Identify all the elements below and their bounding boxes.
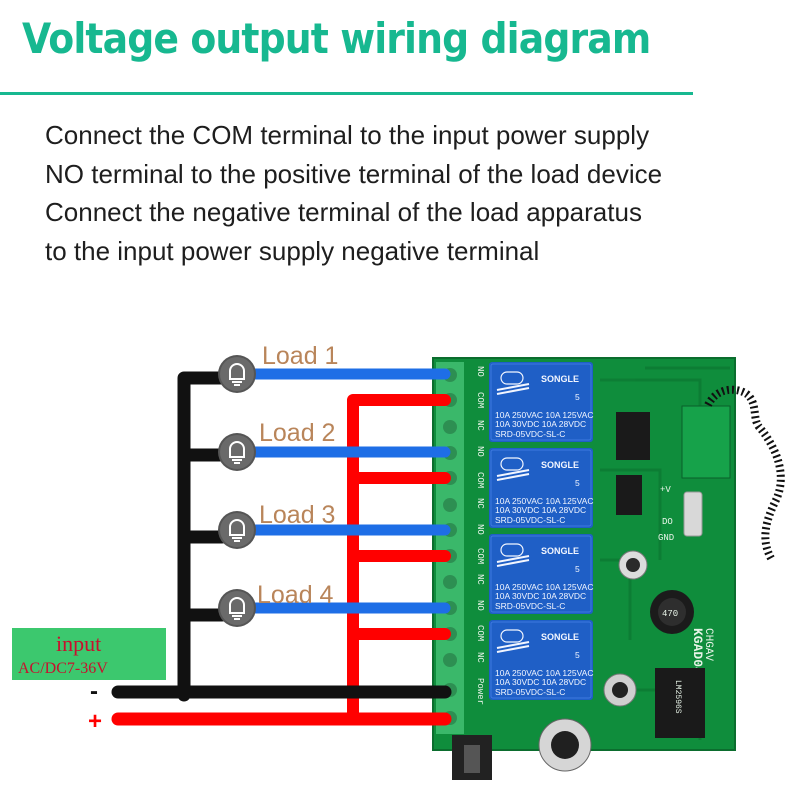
ic-chip — [616, 412, 650, 460]
relay-badge: 5 — [575, 564, 580, 574]
wiring — [111, 368, 452, 726]
board-model: KGAD04 — [690, 628, 705, 675]
load-label: Load 1 — [262, 342, 338, 370]
load-1: Load 1 — [217, 342, 338, 394]
terminal-label: NC — [475, 652, 485, 663]
terminal-screw — [443, 420, 457, 434]
relay-2: SONGLE 5 10A 250VAC 10A 125VAC 10A 30VDC… — [488, 447, 594, 529]
input-title: input — [56, 631, 101, 656]
page-title: Voltage output wiring diagram — [22, 14, 651, 63]
bulb-icon — [217, 588, 257, 628]
terminal-labels: NO COM NC NO COM NC NO COM NC NO COM NC … — [475, 366, 485, 705]
terminal-screw — [443, 498, 457, 512]
title-underline — [0, 92, 693, 95]
relay-badge: 5 — [575, 392, 580, 402]
inductor-label: 470 — [662, 609, 678, 619]
relay-rating: 10A 30VDC 10A 28VDC — [495, 677, 586, 687]
relay-model: SRD-05VDC-SL-C — [495, 687, 565, 697]
relay-board: NO COM NC NO COM NC NO COM NC NO COM NC … — [432, 357, 785, 780]
relay-rating: 10A 30VDC 10A 28VDC — [495, 505, 586, 515]
relay-rating: 10A 30VDC 10A 28VDC — [495, 591, 586, 601]
terminal-label: Power — [475, 678, 485, 705]
relay-badge: 5 — [575, 650, 580, 660]
load-label: Load 3 — [259, 501, 335, 529]
description-line: Connect the negative terminal of the loa… — [45, 197, 642, 227]
input-label-box — [12, 628, 166, 680]
load-3: Load 3 — [217, 501, 335, 550]
relay-rating: 10A 250VAC 10A 125VAC — [495, 410, 593, 420]
receiver-module — [681, 405, 731, 479]
input-label: input AC/DC7-36V — [12, 628, 166, 680]
relay-model: SRD-05VDC-SL-C — [495, 515, 565, 525]
pad-label: DO — [662, 517, 673, 527]
negative-bus — [177, 371, 229, 702]
ic-chip — [616, 475, 642, 515]
board-brand: CHGAV — [702, 628, 714, 661]
relay-rating: 10A 30VDC 10A 28VDC — [495, 419, 586, 429]
bulb-icon — [217, 432, 257, 472]
terminal-label: COM — [475, 472, 485, 488]
description-line: Connect the COM terminal to the input po… — [45, 120, 650, 150]
crystal — [683, 491, 703, 537]
terminal-label: NO — [475, 600, 485, 611]
antenna-coil — [704, 385, 785, 563]
relay-model: SRD-05VDC-SL-C — [495, 601, 565, 611]
terminal-screw — [443, 653, 457, 667]
description-block: Connect the COM terminal to the input po… — [45, 116, 662, 270]
relay-badge: 5 — [575, 478, 580, 488]
minus-sign: - — [90, 678, 98, 705]
terminal-label: NC — [475, 420, 485, 431]
relay-brand: SONGLE — [541, 546, 579, 556]
load-2: Load 2 — [217, 419, 335, 472]
relay-1: SONGLE 5 10A 250VAC 10A 125VAC 10A 30VDC… — [488, 361, 594, 443]
terminal-block — [436, 362, 464, 734]
description-line: to the input power supply negative termi… — [45, 235, 540, 266]
terminal-label: COM — [475, 548, 485, 564]
input-range: AC/DC7-36V — [18, 660, 108, 677]
terminal-label: NO — [475, 366, 485, 377]
relay-brand: SONGLE — [541, 460, 579, 470]
terminal-label: NO — [475, 446, 485, 457]
relay-3: SONGLE 5 10A 250VAC 10A 125VAC 10A 30VDC… — [488, 533, 594, 615]
relay-rating: 10A 250VAC 10A 125VAC — [495, 668, 593, 678]
relay-4: SONGLE 5 10A 250VAC 10A 125VAC 10A 30VDC… — [488, 619, 594, 701]
load-label: Load 2 — [259, 419, 335, 447]
terminal-label: COM — [475, 625, 485, 641]
pad-label: GND — [658, 533, 674, 543]
load-4: Load 4 — [217, 581, 334, 628]
terminal-label: COM — [475, 392, 485, 408]
relay-brand: SONGLE — [541, 374, 579, 384]
relay-rating: 10A 250VAC 10A 125VAC — [495, 582, 593, 592]
terminal-screw — [443, 575, 457, 589]
positive-bus — [347, 394, 451, 724]
relay-rating: 10A 250VAC 10A 125VAC — [495, 496, 593, 506]
bulb-icon — [217, 510, 257, 550]
chip-label: LM2596S — [673, 680, 682, 714]
terminal-label: NC — [475, 498, 485, 509]
relay-model: SRD-05VDC-SL-C — [495, 429, 565, 439]
pad-label: +V — [660, 485, 671, 495]
load-label: Load 4 — [257, 581, 334, 609]
terminal-label: NO — [475, 524, 485, 535]
plus-sign: + — [88, 708, 102, 735]
bulb-icon — [217, 354, 257, 394]
relay-brand: SONGLE — [541, 632, 579, 642]
description-line: NO terminal to the positive terminal of … — [45, 158, 663, 189]
terminal-label: NC — [475, 574, 485, 585]
regulator-chip — [655, 668, 705, 738]
